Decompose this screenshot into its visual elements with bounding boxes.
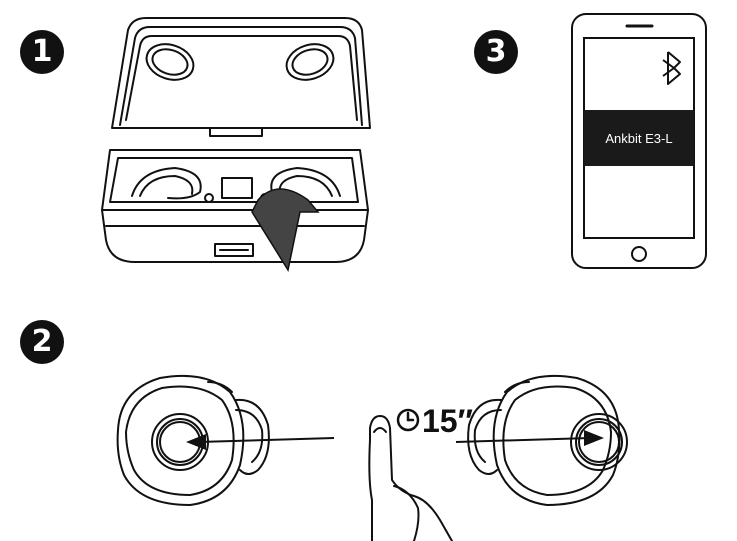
phone-home-button bbox=[631, 246, 647, 262]
step-1-badge: 1 bbox=[20, 30, 64, 74]
finger bbox=[368, 415, 453, 541]
right-earbud bbox=[467, 374, 628, 506]
case-lid bbox=[111, 17, 371, 129]
timer-duration: 15″ bbox=[422, 403, 473, 439]
touch-arrow-right bbox=[455, 430, 604, 446]
bluetooth-icon bbox=[662, 51, 681, 85]
step-3-badge: 3 bbox=[474, 30, 518, 74]
lid-slot-left bbox=[145, 43, 195, 81]
device-name-label: Ankbit E3-L bbox=[605, 131, 672, 146]
usb-port bbox=[214, 243, 254, 257]
step-2-badge: 2 bbox=[20, 320, 64, 364]
device-list-highlight bbox=[584, 110, 694, 166]
open-arrow bbox=[251, 188, 320, 272]
clock-icon bbox=[396, 408, 420, 432]
led-display bbox=[221, 177, 253, 199]
phone-body bbox=[571, 13, 707, 269]
lid-slot-right bbox=[285, 43, 335, 81]
touch-arrow-left bbox=[186, 434, 335, 450]
